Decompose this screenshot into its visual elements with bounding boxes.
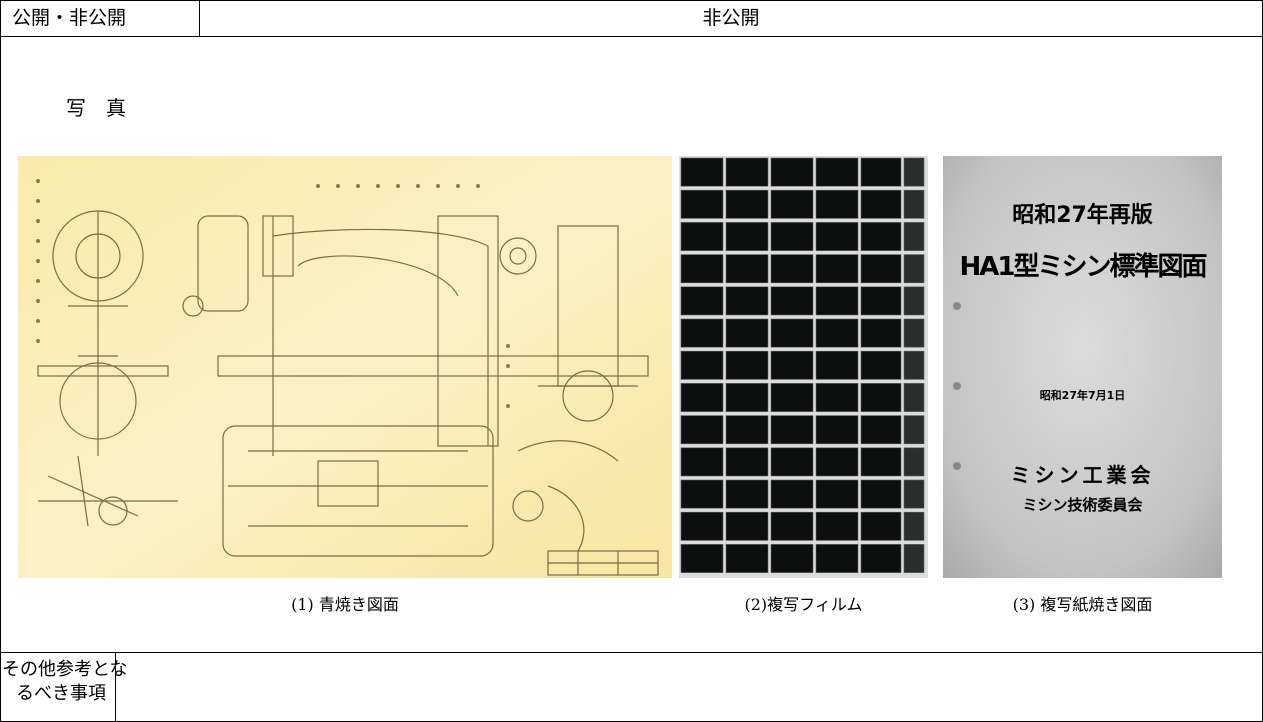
disclosure-label: 公開・非公開: [12, 7, 127, 29]
table-border-left: [0, 0, 1, 722]
row-divider-2: [0, 652, 1263, 653]
blueprint-caption: (1) 青焼き図面: [291, 595, 399, 614]
cover-committee-text: ミシン技術委員会: [1022, 496, 1143, 514]
cover-caption: (3) 複写紙焼き図面: [1012, 595, 1153, 614]
cover-date-text: 昭和27年7月1日: [1039, 389, 1126, 402]
remarks-label-line1: その他参考とな: [2, 659, 128, 680]
header-column-divider: [199, 0, 200, 37]
photo-section-title: 写 真: [66, 96, 126, 120]
cover-edition-text: 昭和27年再版: [1012, 203, 1153, 228]
cover-photo: [943, 156, 1222, 578]
film-caption: (2)複写フィルム: [744, 595, 863, 614]
disclosure-value: 非公開: [702, 7, 760, 29]
film-photo: [679, 156, 928, 578]
cover-title-text: HA1型ミシン標準図面: [959, 252, 1208, 282]
cover-publisher-text: ミシン工業会: [1010, 463, 1155, 487]
footer-column-divider: [115, 652, 116, 722]
row-divider-1: [0, 36, 1263, 37]
blueprint-photo: [18, 156, 672, 578]
blueprint-drawing-image: [18, 156, 672, 578]
cover-page-image: [943, 156, 1222, 578]
remarks-label-line2: るべき事項: [16, 683, 106, 704]
film-frames-image: [679, 156, 928, 578]
table-border-top: [0, 0, 1263, 1]
